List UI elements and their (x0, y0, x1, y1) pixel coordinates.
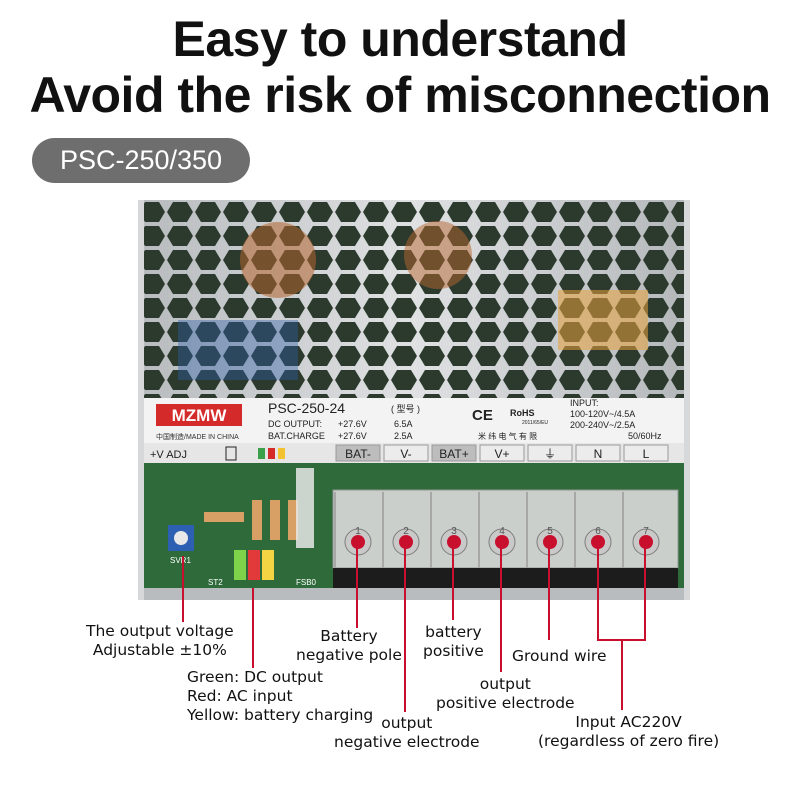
terminal-number: 4 (499, 526, 505, 537)
brand-logo-box (156, 404, 242, 426)
power-supply-device: MZMW 中国制造/MADE IN CHINA PSC-250-24 ( 型号 … (138, 200, 690, 600)
headline-line-1: Easy to understand (172, 11, 629, 67)
resistor (204, 512, 244, 522)
rohs-sub: 2011/65/EU (522, 420, 548, 426)
terminal-label-box (479, 444, 525, 462)
fuse-holder (296, 468, 314, 548)
dc-output-voltage: +27.6V (338, 419, 367, 429)
callout-input-ac: Input AC220V(regardless of zero fire) (538, 713, 720, 750)
terminal-label-box (575, 444, 621, 462)
rohs-mark: RoHS (510, 408, 535, 418)
adj-pot-symbol (225, 446, 237, 461)
bat-charge-current: 2.5A (394, 431, 413, 441)
input-frequency: 50/60Hz (628, 431, 662, 441)
terminal-number: 5 (547, 526, 553, 537)
led-green (234, 550, 246, 580)
terminal-label-box (335, 444, 381, 462)
coil-component (404, 221, 472, 289)
terminal-number: 2 (403, 526, 409, 537)
terminal-separator (478, 492, 480, 568)
fsb-mark: FSB0 (296, 578, 317, 587)
terminal-label-box (383, 444, 429, 462)
bat-charge-voltage: +27.6V (338, 431, 367, 441)
headline-line-2: Avoid the risk of misconnection (29, 67, 771, 123)
made-in-text: 中国制造/MADE IN CHINA (156, 432, 239, 441)
terminal-label: BAT+ (439, 447, 468, 461)
terminal-label: BAT- (345, 447, 371, 461)
terminal-separator (574, 492, 576, 568)
terminal-label-box (527, 444, 573, 462)
brand-logo: MZMW (172, 406, 228, 425)
terminal-label: V+ (494, 447, 509, 461)
model-number: PSC-250-24 (268, 400, 345, 416)
bat-charge-label: BAT.CHARGE (268, 431, 325, 441)
terminal-number: 6 (595, 526, 601, 537)
input-label: INPUT: (570, 398, 599, 408)
input-line-1: 100-120V~/4.5A (570, 409, 635, 419)
terminal-label: ⏚ (544, 447, 556, 461)
resistor (288, 500, 298, 540)
resistor (270, 500, 280, 540)
svr-mark: SVR1 (170, 556, 191, 565)
terminal-separator (430, 492, 432, 568)
terminal-label: V- (400, 447, 411, 461)
dc-output-current: 6.5A (394, 419, 413, 429)
terminal-separator (382, 492, 384, 568)
input-line-2: 200-240V~/2.5A (570, 420, 635, 430)
ce-mark: CE (472, 407, 493, 424)
resistor (252, 500, 262, 540)
terminal-label: L (643, 447, 650, 461)
dc-output-label: DC OUTPUT: (268, 419, 322, 429)
terminal-label-box (431, 444, 477, 462)
yellow-led-mark (278, 448, 285, 459)
red-led-mark (268, 448, 275, 459)
terminal-label-box (623, 444, 669, 462)
terminal-separator (622, 492, 624, 568)
led-yellow (262, 550, 274, 580)
coil-component (240, 222, 316, 298)
terminal-number: 1 (355, 526, 361, 537)
adj-label: +V ADJ (150, 449, 187, 461)
green-led-mark (258, 448, 265, 459)
st-mark: ST2 (208, 578, 223, 587)
terminal-block-base (333, 568, 678, 588)
model-badge: PSC-250/350 (32, 138, 250, 183)
potentiometer-knob (174, 531, 188, 545)
terminal-label: N (594, 447, 603, 461)
capacitor-component (178, 320, 298, 380)
terminal-number: 3 (451, 526, 457, 537)
transformer-component (558, 290, 648, 350)
terminal-separator (526, 492, 528, 568)
manufacturer-cn: 米 纬 电 气 有 限 (478, 431, 537, 441)
callout-ground: Ground wire (512, 647, 607, 665)
terminal-separator (334, 492, 336, 568)
terminal-number: 7 (643, 526, 649, 537)
leader-input-ac (597, 541, 646, 641)
model-cn: ( 型号 ) (391, 404, 420, 414)
led-red (248, 550, 260, 580)
